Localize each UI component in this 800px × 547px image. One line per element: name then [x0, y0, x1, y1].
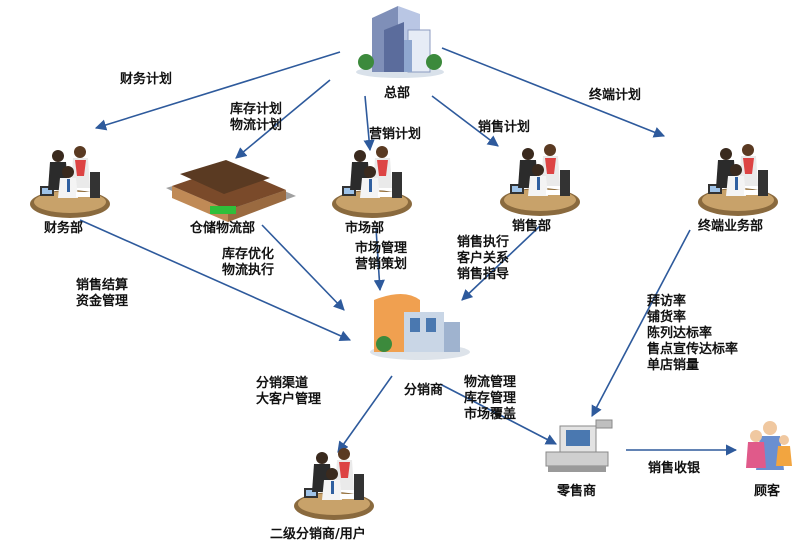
node-hq-label: 总部	[384, 86, 411, 101]
terminal-meeting-icon	[698, 144, 778, 216]
arrow-warehouse-distributor	[261, 224, 345, 311]
node-sales-label: 销售部	[512, 219, 552, 234]
node-distributor-label: 分销商	[404, 383, 444, 398]
node-customer-label: 顾客	[754, 484, 781, 499]
hq-building-icon	[356, 6, 444, 78]
edge-logistics-label: 物流管理库存管理市场覆盖	[464, 375, 517, 422]
edge-finance-plan-label: 财务计划	[120, 72, 173, 87]
edge-inventory-plan-label: 库存计划物流计划	[230, 102, 283, 133]
cash-register-icon	[545, 419, 613, 472]
arrow-sales-distributor	[461, 225, 541, 301]
marketing-meeting-icon	[332, 146, 412, 218]
edge-market-mgmt-label: 市场管理营销策划	[355, 241, 408, 272]
node-terminal-label: 终端业务部	[698, 219, 764, 234]
distributor-building-icon	[370, 294, 470, 360]
arrow-terminal-retailer	[591, 229, 691, 417]
edge-sales-exec-label: 销售执行客户关系销售指导	[457, 235, 510, 282]
edge-settlement-label: 销售结算资金管理	[76, 278, 129, 309]
arrow-hq-warehouse	[235, 79, 331, 159]
edge-terminal-plan-label: 终端计划	[589, 88, 642, 103]
node-warehouse-label: 仓储物流部	[190, 221, 256, 236]
node-secondary-label: 二级分销商/用户	[270, 527, 366, 542]
edge-marketing-plan-label: 营销计划	[369, 127, 422, 142]
node-finance-label: 财务部	[44, 221, 84, 236]
edge-channel-label: 分销渠道大客户管理	[256, 376, 322, 407]
warehouse-building-icon	[166, 160, 296, 222]
edge-terminal-kpis-label: 拜访率铺货率陈列达标率售点宣传达标率单店销量	[647, 294, 739, 373]
arrow-hq-finance	[94, 51, 341, 131]
secondary-meeting-icon	[294, 448, 374, 520]
sales-meeting-icon	[500, 144, 580, 216]
node-marketing-label: 市场部	[345, 221, 385, 236]
arrow-hq-terminal	[441, 47, 666, 138]
arrow-distributor-retailer	[439, 383, 557, 445]
arrow-distributor-secondary	[337, 375, 393, 453]
edge-cashier-label: 销售收银	[648, 461, 701, 476]
arrow-marketing-distributor	[373, 227, 385, 292]
node-retailer-label: 零售商	[557, 484, 597, 499]
customer-figures-icon	[746, 421, 792, 470]
edge-sales-plan-label: 销售计划	[478, 120, 531, 135]
arrow-hq-sales	[431, 95, 499, 147]
arrow-hq-marketing	[363, 95, 375, 152]
arrows	[79, 47, 738, 456]
finance-meeting-icon	[30, 146, 110, 218]
edge-inventory-opt-label: 库存优化物流执行	[222, 247, 275, 278]
arrow-finance-distributor	[79, 219, 352, 342]
